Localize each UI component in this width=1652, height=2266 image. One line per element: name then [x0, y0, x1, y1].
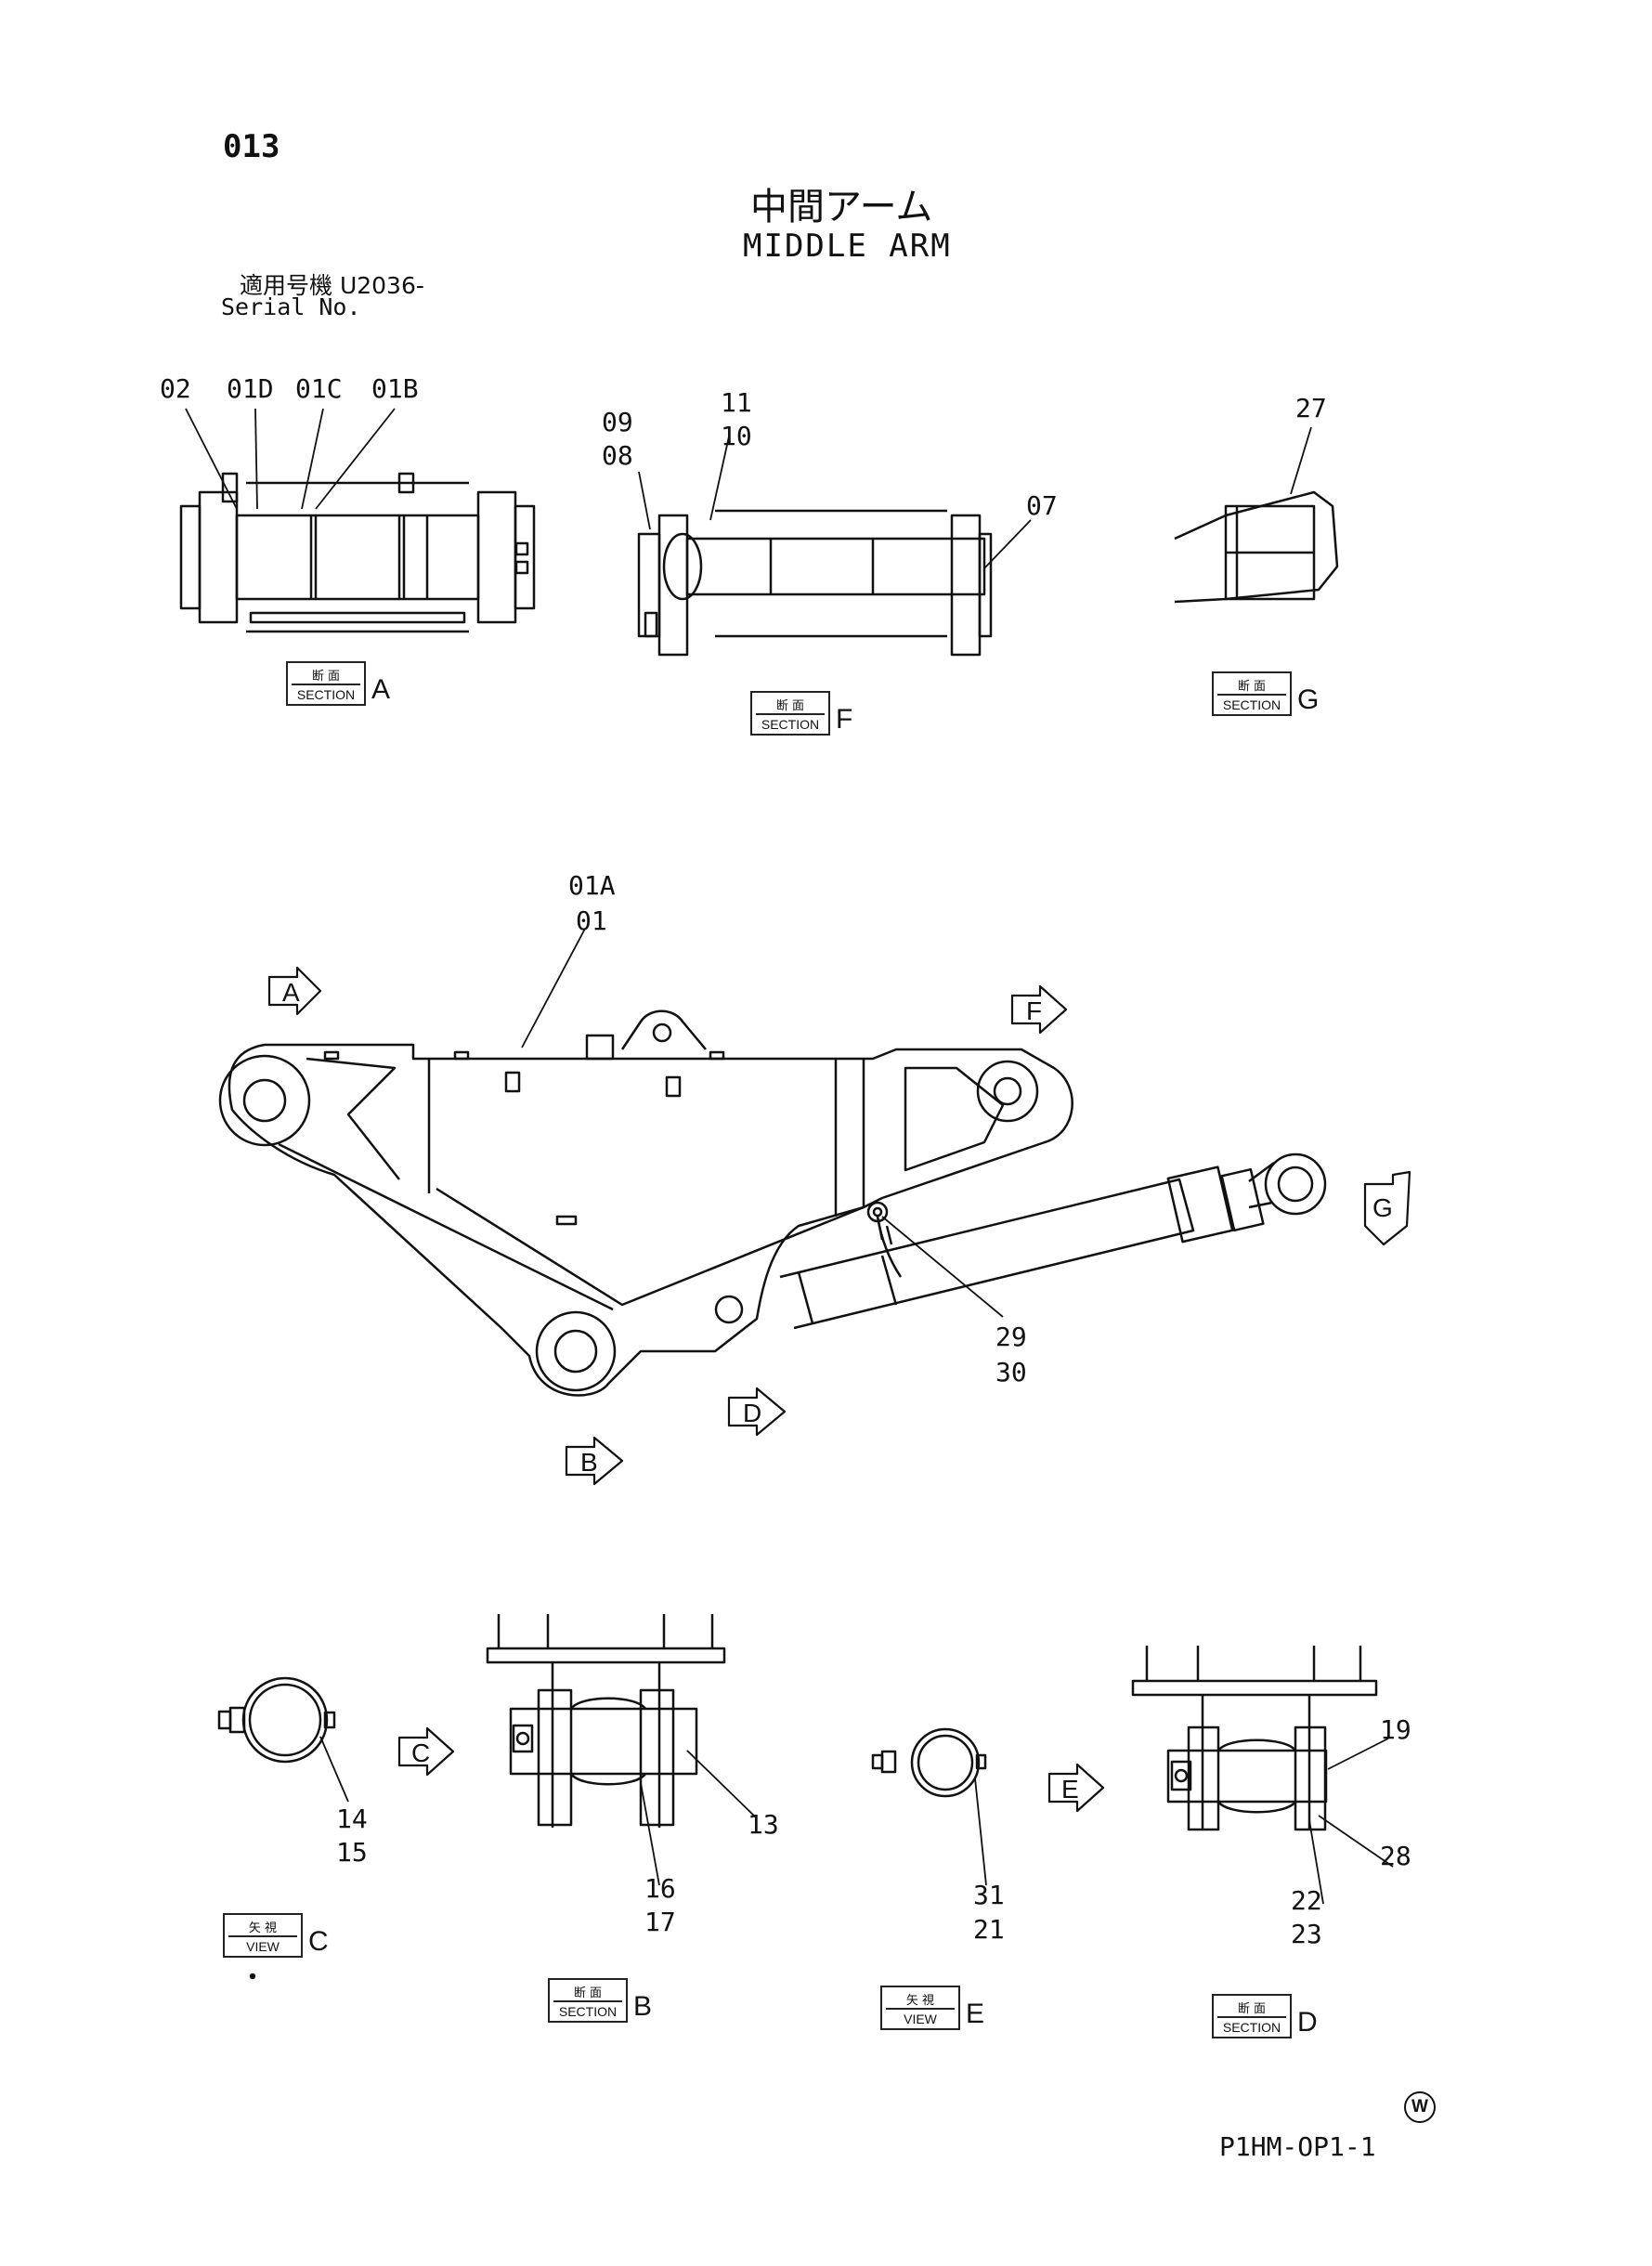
section-a-drawing: [179, 472, 536, 633]
view-arrow-g: [1363, 1170, 1411, 1246]
callout-01b: 01B: [371, 373, 419, 404]
callout-07: 07: [1026, 490, 1058, 521]
section-f-leaders: [638, 436, 1032, 569]
callout-22: 22: [1291, 1885, 1322, 1916]
section-b-leaders: [640, 1750, 758, 1886]
title-english: MIDDLE ARM: [743, 228, 952, 265]
section-d-leaders: [1308, 1738, 1394, 1905]
view-arrow-f: [1010, 984, 1068, 1035]
view-e-drawing: [871, 1727, 987, 1798]
callout-28: 28: [1380, 1841, 1411, 1871]
main-arm-leaders: [521, 928, 1004, 1318]
section-f-drawing: [637, 509, 993, 657]
callout-02: 02: [160, 373, 191, 404]
callout-09: 09: [602, 407, 633, 437]
view-arrow-c: [397, 1726, 455, 1777]
view-e-leaders: [974, 1778, 987, 1886]
callout-21: 21: [973, 1914, 1005, 1945]
callout-17: 17: [644, 1907, 676, 1937]
drawing-code: P1HM-OP1-1: [1219, 2131, 1376, 2162]
callout-08: 08: [602, 440, 633, 471]
callout-16: 16: [644, 1873, 676, 1904]
view-arrow-g-label: G: [1372, 1193, 1393, 1222]
callout-19: 19: [1380, 1714, 1411, 1745]
serial-label-japanese: 適用号機 U2036-: [240, 272, 424, 299]
watermark-w-symbol: W: [1404, 2091, 1436, 2123]
serial-label-english: Serial No.: [221, 293, 361, 320]
section-g-leaders: [1290, 426, 1312, 495]
page-number: 013: [223, 128, 280, 165]
callout-29: 29: [995, 1322, 1027, 1352]
section-a-leaders: [185, 408, 396, 510]
callout-11: 11: [721, 387, 752, 418]
callout-01a: 01A: [568, 870, 616, 901]
callout-15: 15: [336, 1837, 368, 1868]
view-arrow-d: [727, 1387, 787, 1437]
callout-10: 10: [721, 421, 752, 451]
view-arrow-a-label: A: [282, 978, 300, 1007]
callout-01: 01: [576, 905, 607, 936]
view-arrow-e-label: E: [1061, 1775, 1079, 1804]
view-arrow-a: [267, 966, 322, 1016]
callout-13: 13: [748, 1809, 779, 1840]
callout-31: 31: [973, 1880, 1005, 1910]
view-arrow-b: [565, 1436, 624, 1486]
callout-30: 30: [995, 1357, 1027, 1387]
section-b-drawing: [486, 1614, 726, 1828]
view-arrow-f-label: F: [1026, 996, 1042, 1025]
section-g-drawing: [1174, 490, 1339, 604]
callout-01c: 01C: [295, 373, 343, 404]
callout-23: 23: [1291, 1919, 1322, 1949]
view-arrow-c-label: C: [411, 1739, 430, 1767]
view-arrow-d-label: D: [743, 1399, 761, 1427]
callout-01d: 01D: [227, 373, 274, 404]
view-arrow-e: [1047, 1763, 1105, 1813]
section-d-drawing: [1131, 1646, 1378, 1831]
view-c-leaders: [319, 1736, 349, 1803]
title-japanese: 中間アーム: [750, 186, 933, 228]
middle-arm-drawing: [218, 1009, 1327, 1397]
view-c-drawing: [217, 1676, 336, 1764]
callout-27: 27: [1295, 393, 1327, 423]
callout-14: 14: [336, 1804, 368, 1834]
view-arrow-b-label: B: [580, 1448, 598, 1477]
